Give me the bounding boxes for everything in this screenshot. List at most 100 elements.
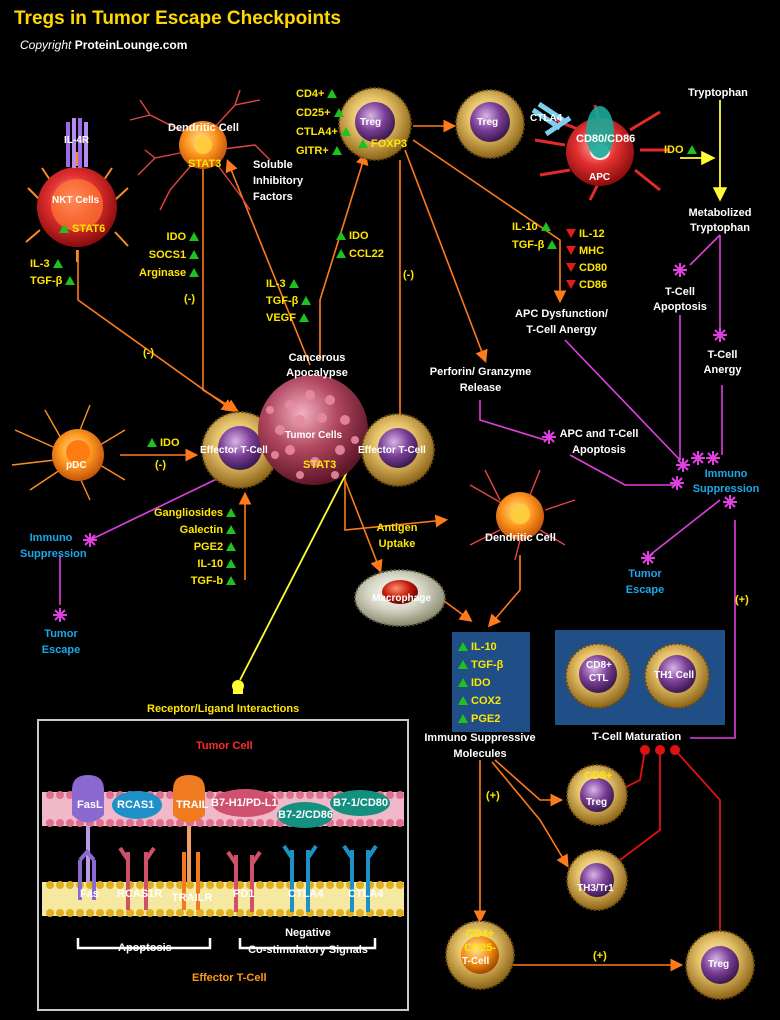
up-arrow-icon (189, 268, 200, 277)
up-arrow-icon (226, 525, 237, 534)
cd4-label-3: T-Cell (462, 956, 490, 967)
treg-apc-up-factors: IL-10 TGF-β (512, 218, 560, 254)
pdc-label: pDC (66, 460, 87, 471)
factor-item: IL-3 (266, 276, 314, 293)
tumor-secreted-factors: Gangliosides Galectin PGE2 IL-10 TGF-b (154, 505, 239, 590)
receptor-ctla4-b: CTLA4 (348, 888, 384, 900)
effector-right-label: Effector T-Cell (358, 445, 426, 456)
nkt-cell (25, 118, 129, 262)
cd4-cd25-tcell (445, 920, 515, 990)
apc-label: APC (589, 172, 611, 183)
up-arrow-icon (288, 279, 299, 288)
up-arrow-icon (458, 696, 468, 705)
asterisks (53, 263, 737, 622)
factor-item: PGE2 (154, 539, 239, 556)
molecule-item: IDO (455, 674, 503, 692)
up-arrow-icon (333, 108, 344, 117)
th1-cell (644, 643, 710, 709)
up-arrow-icon (336, 231, 346, 240)
arrow-macrophage-molecules (439, 597, 473, 622)
treg-main-label: Treg (360, 117, 382, 128)
arrow-tumor-macrophage (344, 479, 383, 573)
tryptophan-label: Tryptophan (688, 87, 748, 99)
up-arrow-icon (327, 89, 338, 98)
treg-apc-down-factors: IL-12 MHC CD80 CD86 (563, 226, 607, 294)
treg-marker: CD4+ (296, 85, 354, 104)
up-arrow-icon (298, 313, 309, 322)
treg-marker: CTLA4+ (296, 123, 354, 142)
up-arrow-icon (65, 276, 76, 285)
molecule-item: PGE2 (455, 710, 503, 728)
up-arrow-icon (540, 222, 551, 231)
cd8-treg-cell (566, 764, 628, 826)
factor-item: TGF-β (512, 236, 560, 254)
up-arrow-icon (458, 714, 468, 723)
pdc-cell (11, 404, 126, 501)
soluble-factors: Soluble Inhibitory Factors (253, 159, 304, 203)
tcell-maturation-label: T-Cell Maturation (592, 731, 682, 743)
apc-ido-label: IDO (664, 144, 700, 157)
activate-marker: (+) (593, 950, 607, 962)
up-arrow-icon (340, 127, 351, 136)
up-arrow-icon (189, 250, 200, 259)
up-arrow-icon (458, 660, 468, 669)
dendritic-cell-top-label: Dendritic Cell (168, 122, 239, 134)
up-arrow-icon (226, 576, 237, 585)
treg-markers: CD4+ CD25+ CTLA4+ GITR+ (296, 85, 354, 161)
factor-item: IDO (139, 228, 202, 246)
arrow-treg-apc (412, 139, 567, 304)
inhibit-marker: (-) (403, 269, 414, 281)
factor-item: VEGF (266, 310, 314, 327)
red-connectors (619, 749, 721, 940)
factor-item: TGF-β (266, 293, 314, 310)
arrow-molecules-cd8treg (494, 759, 564, 807)
down-arrow-icon (566, 280, 576, 289)
tumor-cell (258, 375, 368, 485)
apc-dysfunction-label: APC Dysfunction/T-Cell Anergy (515, 308, 608, 336)
treg-cell-main (338, 87, 412, 161)
up-arrow-icon (358, 139, 368, 148)
factor-item: Gangliosides (154, 505, 239, 522)
il4r-label: IL-4R (64, 135, 89, 146)
up-arrow-icon (52, 259, 63, 268)
factor-item: IL-3 (30, 256, 78, 273)
effector-membrane (42, 881, 404, 917)
up-arrow-icon (226, 508, 237, 517)
cd8-treg-label-1: CD8+ (584, 770, 613, 782)
down-arrow-icon (566, 263, 576, 272)
receptor-pd1: PD1 (233, 888, 255, 900)
cd8-ctl-label-2: CTL (589, 673, 609, 684)
factor-item: CCL22 (333, 245, 384, 263)
page-title: Tregs in Tumor Escape Checkpoints (14, 8, 341, 29)
stat6-label: STAT6 (56, 223, 105, 236)
factor-item: TGF-b (154, 573, 239, 590)
arrow-tumor-treg (319, 151, 369, 360)
copyright-prefix: Copyright (20, 38, 72, 52)
stat3-dc-label: STAT3 (188, 158, 222, 170)
cd4-label-1: CD4+ (465, 928, 495, 940)
effector-tcell-right (361, 413, 435, 487)
molecule-item: TGF-β (455, 656, 503, 674)
dendritic-cell-mid-label: Dendritic Cell (485, 532, 556, 544)
brackets (76, 938, 377, 950)
treg-second-label: Treg (477, 117, 499, 128)
activate-marker: (+) (735, 594, 749, 606)
arrow-molecules-th3 (491, 761, 569, 868)
th1-label: TH1 Cell (654, 670, 695, 681)
inset-tumor-cell-label: Tumor Cell (196, 740, 253, 752)
th3-tr1-cell (566, 849, 628, 911)
up-arrow-icon (547, 240, 558, 249)
up-arrow-icon (331, 146, 342, 155)
receptor-pin (232, 680, 244, 694)
up-arrow-icon (458, 642, 468, 651)
receptor-rcas1r: RCAS1R (117, 888, 163, 900)
up-arrow-icon (147, 438, 157, 447)
receptor-trailr: TRAILR (172, 892, 213, 904)
treg-bottom-label: Treg (708, 959, 730, 970)
